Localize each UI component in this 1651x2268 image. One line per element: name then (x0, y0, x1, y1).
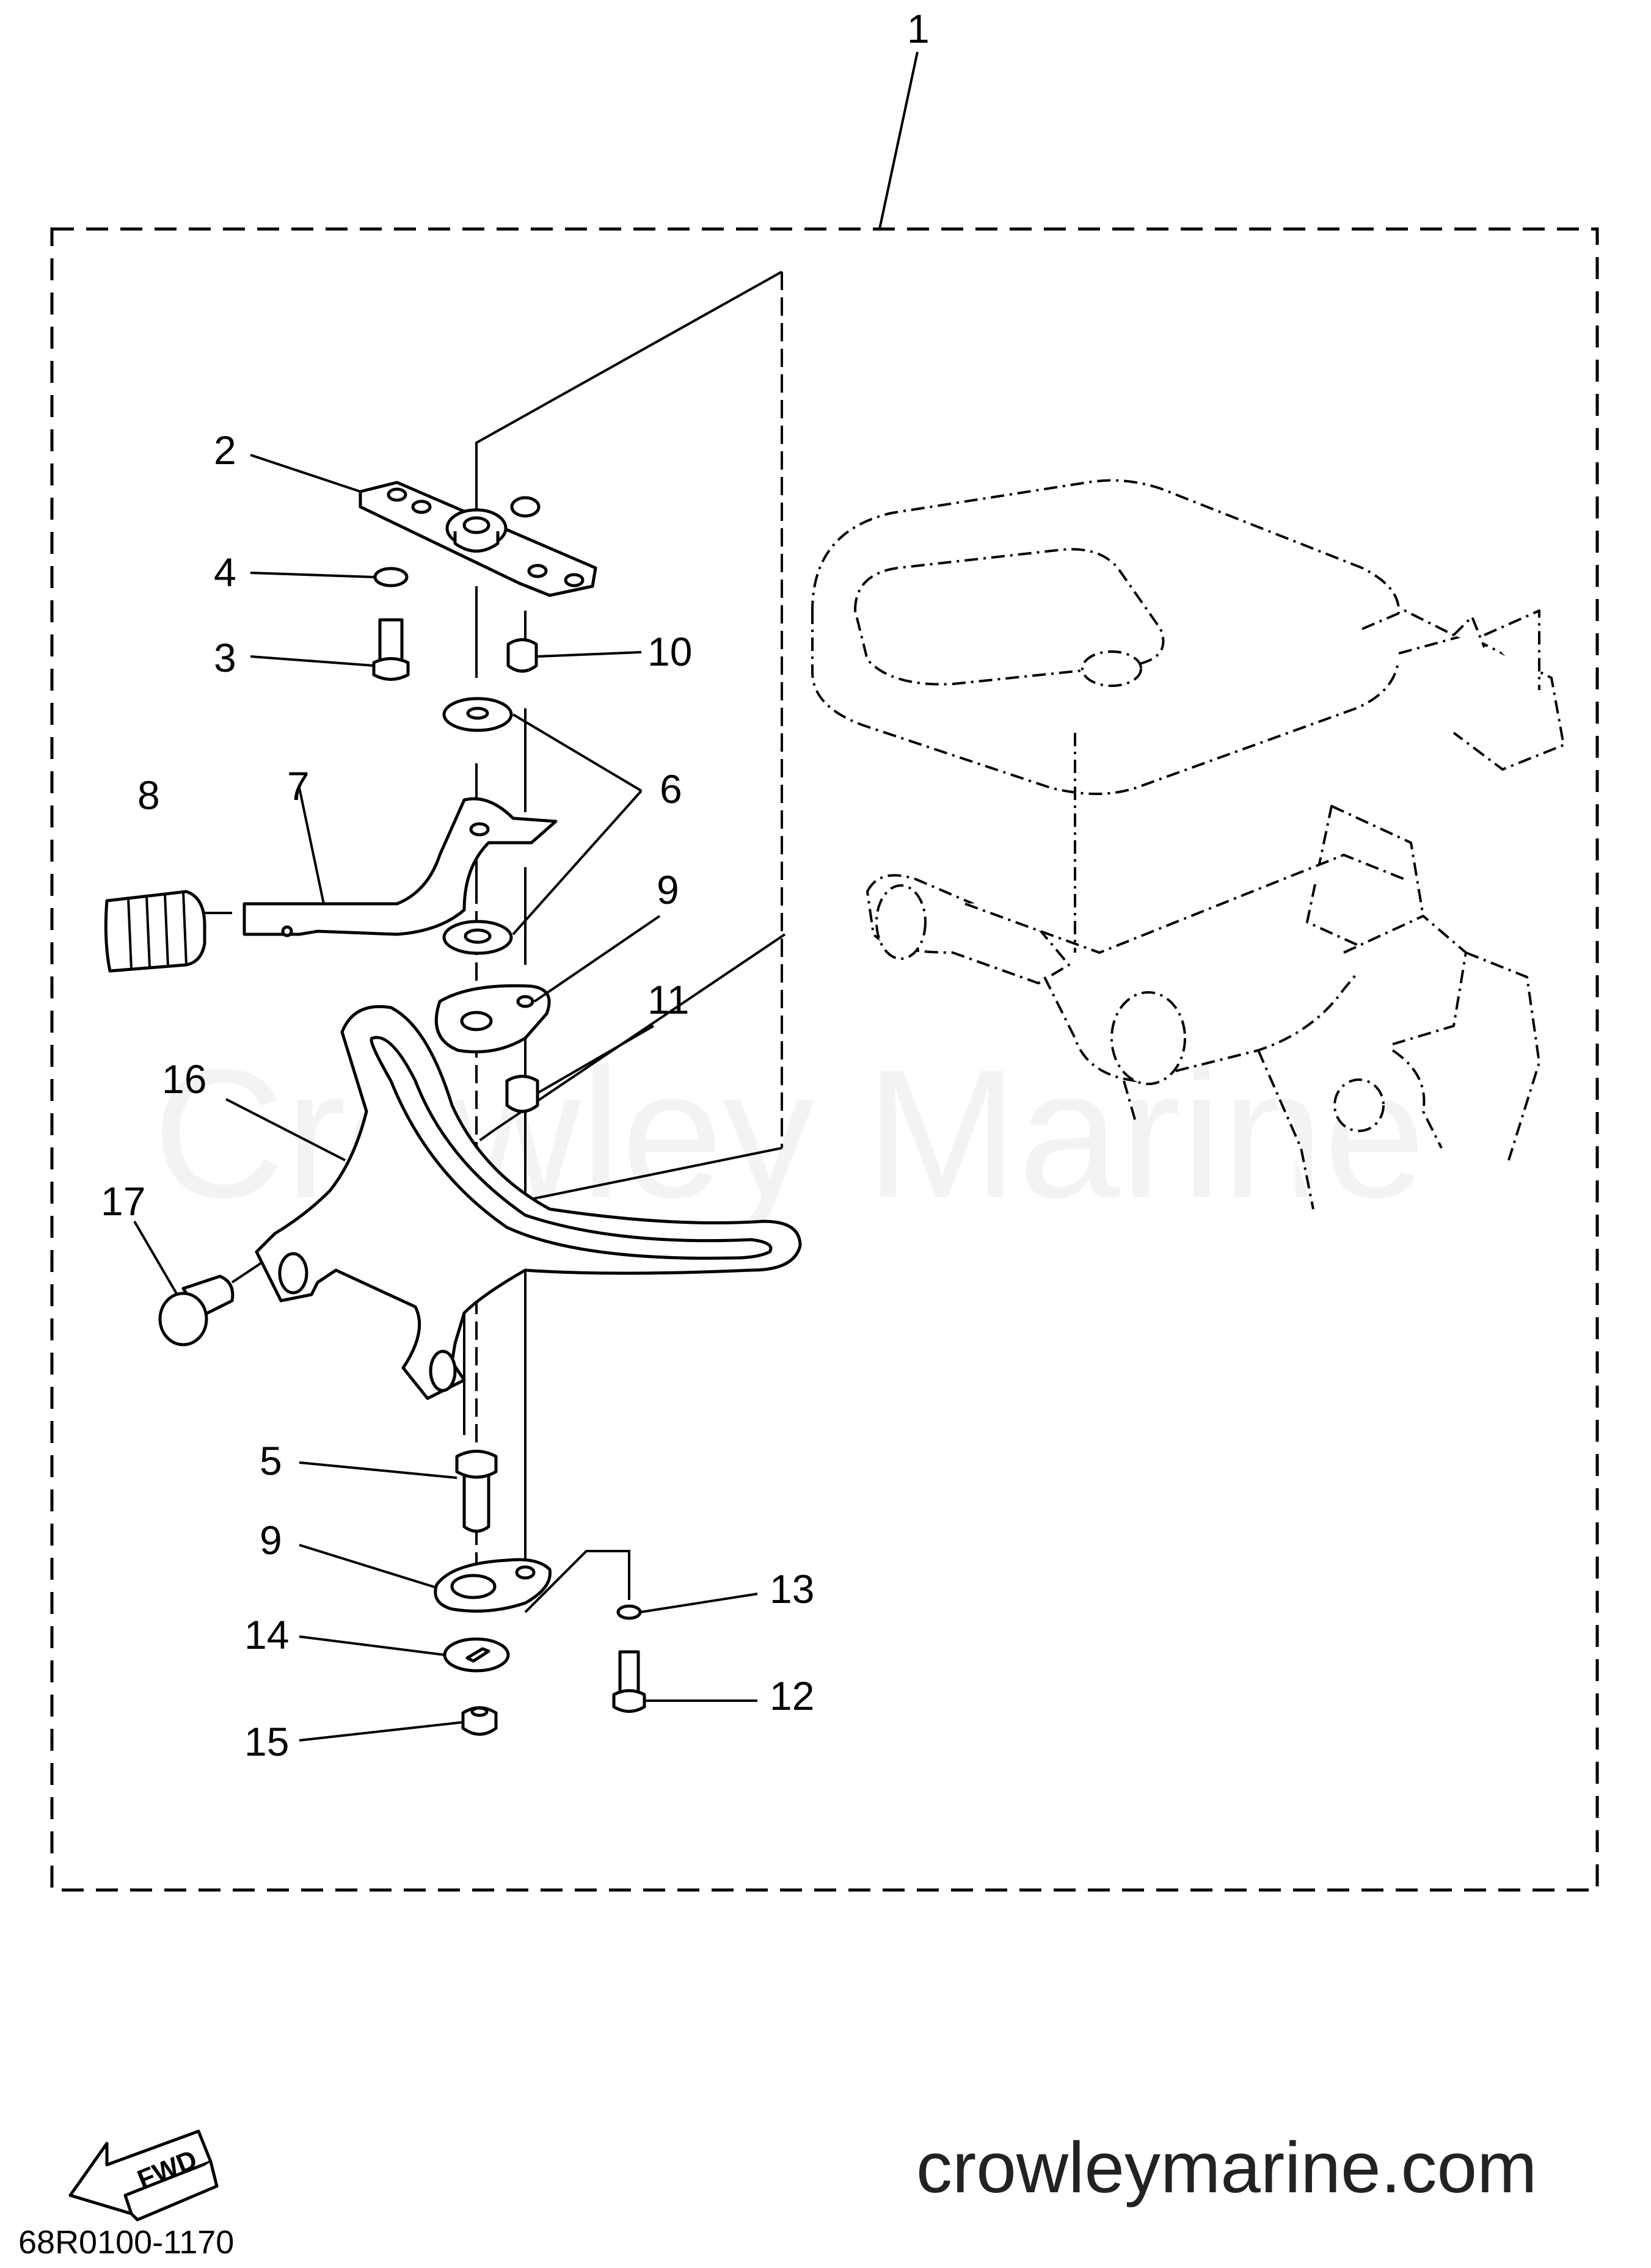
part-6-washer-upper-hole (466, 707, 489, 720)
part-9-plate-lower (434, 1558, 552, 1613)
callout-1: 1 (907, 6, 930, 51)
callout-15: 15 (244, 1719, 289, 1764)
callout-12: 12 (770, 1673, 814, 1718)
callout-11: 11 (647, 977, 690, 1022)
part-7-lever (242, 797, 558, 937)
part-3-bolt (372, 618, 410, 681)
part-13-washer (616, 1604, 642, 1620)
part-11-collar (505, 1075, 539, 1113)
part-16-bracket (255, 1005, 802, 1400)
leader-1 (878, 51, 919, 230)
website-text: crowleymarine.com (916, 2128, 1537, 2208)
part-5-bolt (455, 1450, 498, 1533)
callout-13: 13 (770, 1566, 814, 1612)
part-12-bolt (612, 1650, 646, 1713)
part-14-washer (443, 1637, 510, 1673)
part-4-washer (373, 567, 409, 587)
callout-5: 5 (260, 1438, 282, 1483)
callout-9-upper: 9 (657, 867, 679, 912)
callout-leaders (133, 454, 758, 1742)
part-9-plate-upper (434, 984, 551, 1053)
swivel-bracket-ghost (811, 479, 1565, 1210)
callout-16: 16 (162, 1056, 206, 1102)
callout-3: 3 (214, 635, 236, 680)
diagram-code: 68R0100-1170 (18, 2224, 234, 2261)
callout-10: 10 (647, 629, 692, 674)
part-8-grip (104, 890, 206, 973)
callout-6: 6 (660, 766, 682, 812)
callout-4: 4 (214, 550, 236, 595)
fwd-arrow-icon: FWD (68, 2129, 219, 2222)
callout-14: 14 (244, 1612, 289, 1657)
callout-7: 7 (287, 763, 310, 809)
part-6-washer-lower-hole (464, 928, 492, 944)
part-17-pin (158, 1274, 235, 1347)
part-10-collar (506, 638, 538, 673)
part-2-plate (359, 481, 597, 597)
callout-2: 2 (214, 427, 236, 473)
part-15-nut (461, 1706, 498, 1736)
callout-9-lower: 9 (260, 1517, 282, 1563)
assembly-frame (50, 227, 1599, 1892)
callout-17: 17 (101, 1179, 145, 1224)
callout-8: 8 (137, 772, 160, 818)
